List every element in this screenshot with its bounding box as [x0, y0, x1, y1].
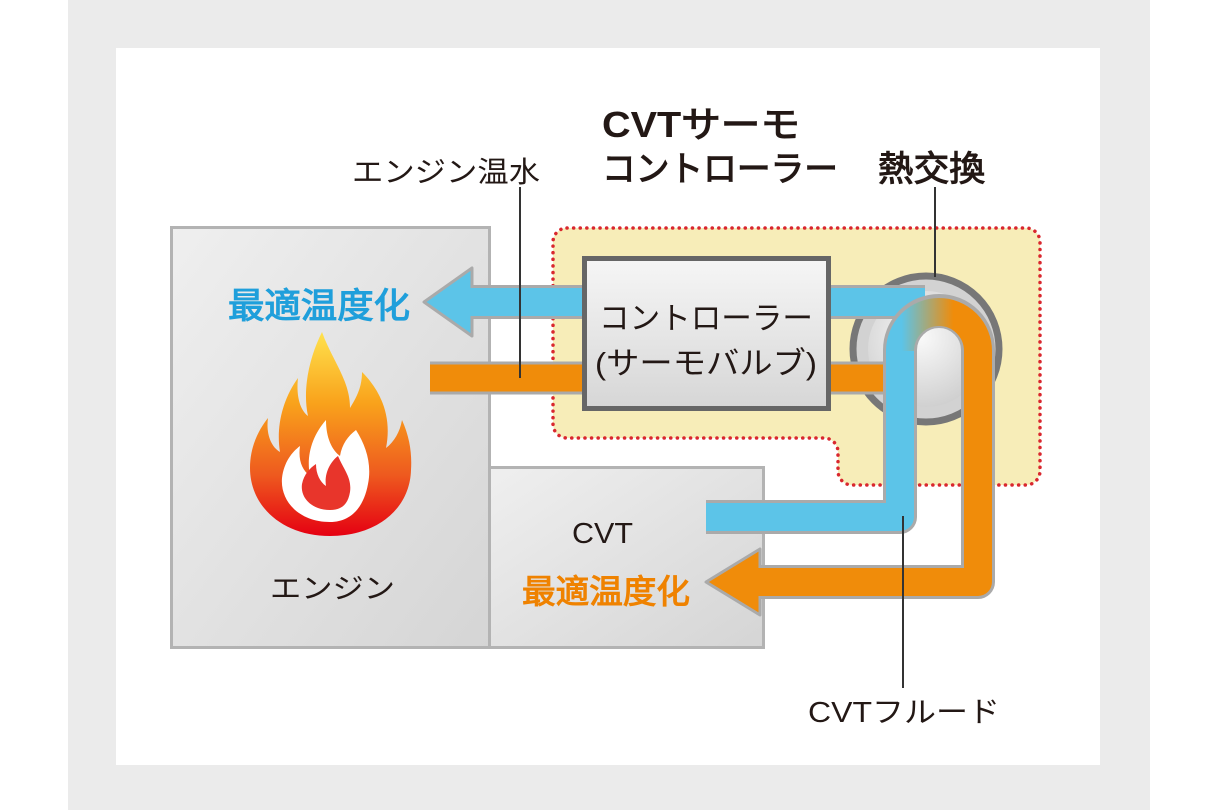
- engine-hot-water-label: エンジン温水: [352, 156, 540, 189]
- flame-core: [301, 456, 351, 510]
- cvt-fluid-circuit: [704, 294, 995, 617]
- controller-sublabel: (サーモバルブ): [595, 346, 817, 381]
- controller-label: コントローラー: [599, 301, 813, 336]
- cvt-fluid-heat-exchange-bend: [886, 298, 992, 352]
- flame-icon: [250, 332, 412, 536]
- engine-result-label: 最適温度化: [228, 287, 410, 326]
- heat-exchanger-label: 熱交換: [878, 149, 986, 189]
- title-line-2: コントローラー: [602, 150, 838, 189]
- title-line-1: CVTサーモ: [602, 104, 800, 145]
- cvt-block: [488, 466, 765, 649]
- cvt-fluid-label: CVTフルード: [808, 697, 1000, 729]
- engine-label: エンジン: [270, 573, 395, 604]
- controller-box: コントローラー (サーモバルブ): [582, 256, 831, 411]
- cvt-result-label: 最適温度化: [522, 573, 690, 610]
- cvt-fluid-warm-pipe: [758, 350, 992, 596]
- controller-box-frame: [582, 256, 831, 411]
- cvt-fluid-cool-pipe: [706, 350, 914, 531]
- cvt-label: CVT: [572, 518, 633, 550]
